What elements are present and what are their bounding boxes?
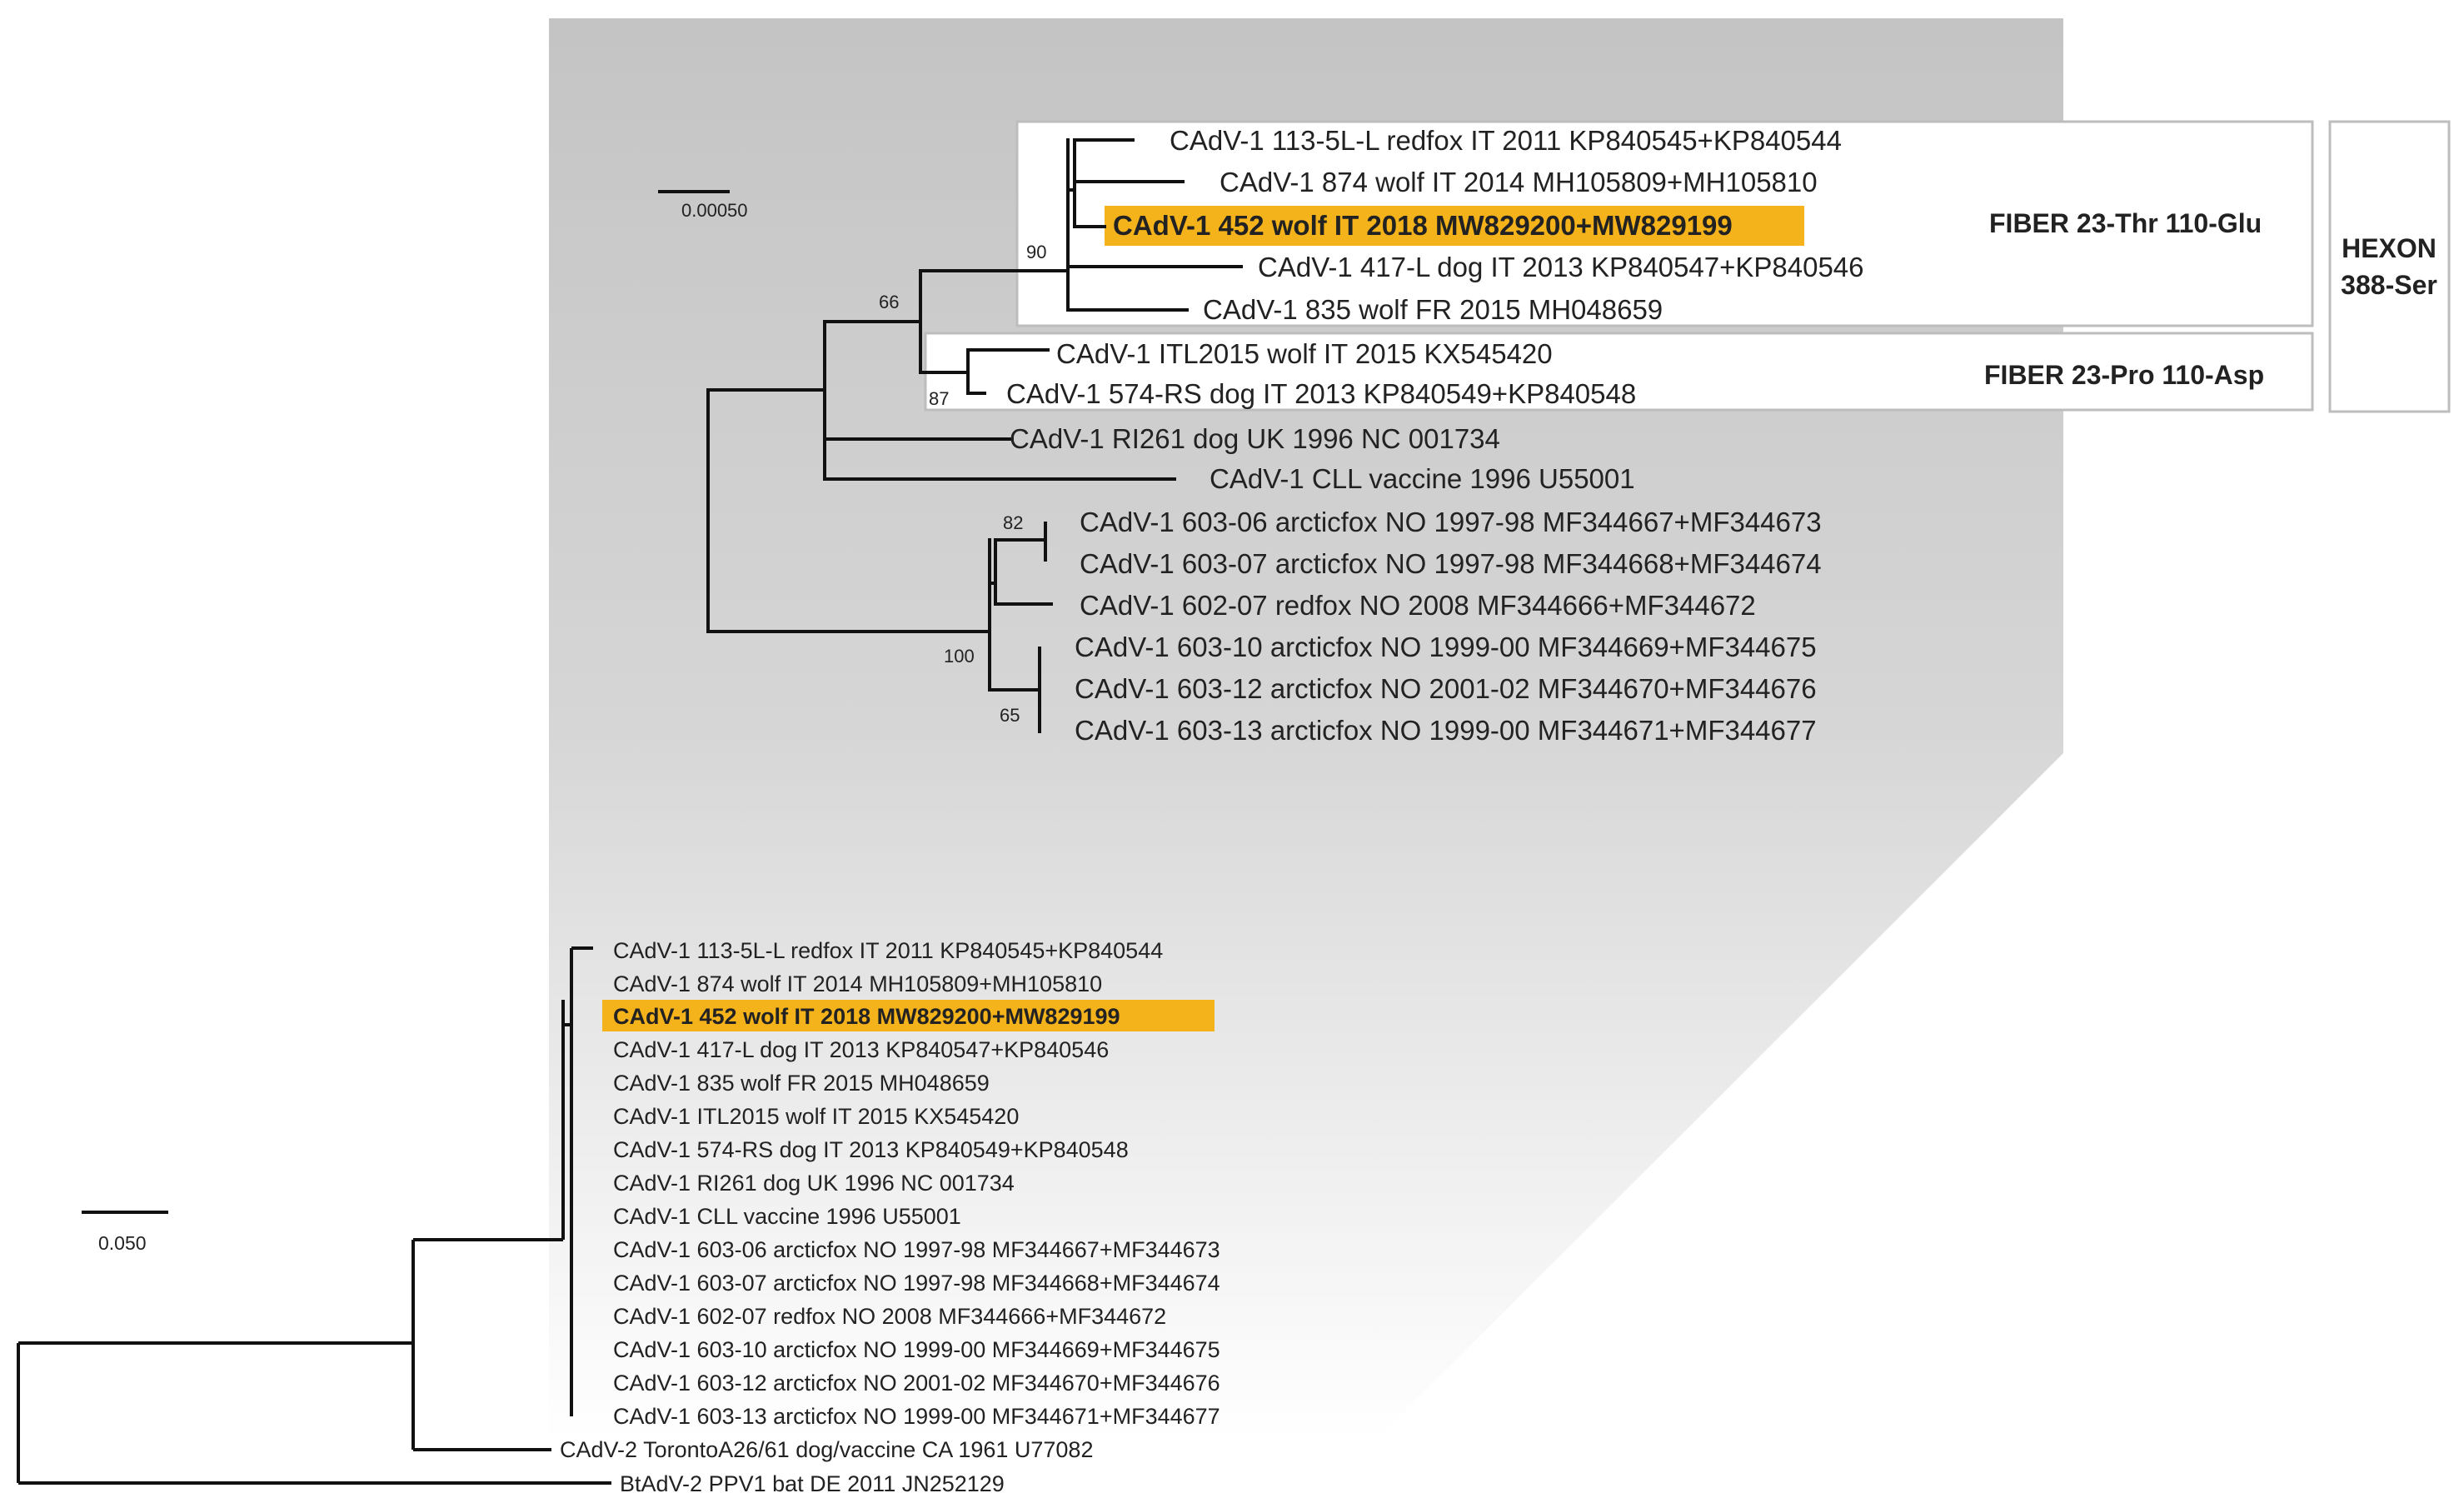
zoom-scale-label: 0.00050 (681, 200, 748, 221)
taxon-label: CAdV-1 603-06 arcticfox NO 1997-98 MF344… (1080, 507, 1822, 537)
taxon-label: CAdV-1 417-L dog IT 2013 KP840547+KP8405… (613, 1037, 1109, 1062)
bootstrap-value: 66 (879, 292, 899, 312)
taxon-label: CAdV-1 603-06 arcticfox NO 1997-98 MF344… (613, 1237, 1220, 1262)
taxon-label: CAdV-1 CLL vaccine 1996 U55001 (613, 1204, 961, 1229)
taxon-label: CAdV-1 602-07 redfox NO 2008 MF344666+MF… (1080, 590, 1756, 621)
taxon-label: CAdV-1 RI261 dog UK 1996 NC 001734 (613, 1171, 1015, 1196)
fiber-thr-group-label: FIBER 23-Thr 110-Glu (1989, 208, 2262, 238)
taxon-label: CAdV-1 835 wolf FR 2015 MH048659 (613, 1071, 990, 1096)
full-scale-label: 0.050 (98, 1232, 147, 1254)
bootstrap-value: 100 (944, 646, 975, 667)
fiber-pro-group-box (924, 332, 2314, 412)
hexon-group-label: HEXON (2342, 233, 2437, 263)
bootstrap-value: 65 (1000, 705, 1020, 726)
highlight-zoom-taxon (1105, 206, 1804, 246)
taxon-label: CAdV-1 874 wolf IT 2014 MH105809+MH10581… (1220, 167, 1818, 197)
bootstrap-values: 90 66 87 82 100 65 (879, 242, 1046, 726)
bootstrap-value: 82 (1003, 512, 1023, 533)
taxon-label: CAdV-1 113-5L-L redfox IT 2011 KP840545+… (613, 938, 1163, 963)
taxon-label: CAdV-1 ITL2015 wolf IT 2015 KX545420 (1056, 338, 1553, 369)
taxon-label: CAdV-1 835 wolf FR 2015 MH048659 (1203, 294, 1663, 325)
full-tree-branches (17, 946, 611, 1485)
taxon-label: CAdV-1 113-5L-L redfox IT 2011 KP840545+… (1170, 125, 1842, 156)
taxon-label: CAdV-1 603-12 arcticfox NO 2001-02 MF344… (613, 1371, 1220, 1396)
taxon-label: CAdV-1 603-13 arcticfox NO 1999-00 MF344… (613, 1404, 1220, 1429)
hexon-group-label-2: 388-Ser (2341, 270, 2437, 300)
fiber-pro-group-label: FIBER 23-Pro 110-Asp (1984, 360, 2264, 390)
bootstrap-value: 87 (929, 388, 949, 409)
outgroup-label: CAdV-2 TorontoA26/61 dog/vaccine CA 1961… (560, 1437, 1093, 1462)
taxon-label: CAdV-1 603-07 arcticfox NO 1997-98 MF344… (1080, 548, 1822, 579)
taxon-label: CAdV-1 417-L dog IT 2013 KP840547+KP8405… (1258, 252, 1864, 282)
taxon-label: CAdV-1 874 wolf IT 2014 MH105809+MH10581… (613, 971, 1102, 996)
taxon-label: CAdV-1 603-07 arcticfox NO 1997-98 MF344… (613, 1271, 1220, 1296)
outgroup-label: BtAdV-2 PPV1 bat DE 2011 JN252129 (620, 1471, 1005, 1496)
taxon-label: CAdV-1 CLL vaccine 1996 U55001 (1210, 463, 1635, 494)
taxon-label: CAdV-1 603-13 arcticfox NO 1999-00 MF344… (1075, 715, 1817, 746)
taxon-label: CAdV-1 603-10 arcticfox NO 1999-00 MF344… (613, 1337, 1220, 1362)
taxon-label: CAdV-1 574-RS dog IT 2013 KP840549+KP840… (613, 1137, 1129, 1162)
full-tree-taxa: CAdV-1 113-5L-L redfox IT 2011 KP840545+… (560, 938, 1220, 1496)
zoom-tree-taxa: CAdV-1 113-5L-L redfox IT 2011 KP840545+… (1006, 125, 1864, 746)
zoom-tree-branches (706, 138, 1243, 733)
taxon-label: CAdV-1 ITL2015 wolf IT 2015 KX545420 (613, 1104, 1019, 1129)
taxon-label-highlighted: CAdV-1 452 wolf IT 2018 MW829200+MW82919… (613, 1004, 1120, 1029)
hexon-group-bracket (2328, 120, 2451, 413)
taxon-label: CAdV-1 602-07 redfox NO 2008 MF344666+MF… (613, 1304, 1166, 1329)
highlight-full-taxon (602, 1000, 1215, 1031)
taxon-label: CAdV-1 603-12 arcticfox NO 2001-02 MF344… (1075, 673, 1817, 704)
taxon-label-highlighted: CAdV-1 452 wolf IT 2018 MW829200+MW82919… (1113, 210, 1733, 241)
taxon-label: CAdV-1 RI261 dog UK 1996 NC 001734 (1010, 423, 1500, 454)
bootstrap-value: 90 (1026, 242, 1046, 262)
taxon-label: CAdV-1 574-RS dog IT 2013 KP840549+KP840… (1006, 378, 1636, 409)
taxon-label: CAdV-1 603-10 arcticfox NO 1999-00 MF344… (1075, 632, 1817, 662)
